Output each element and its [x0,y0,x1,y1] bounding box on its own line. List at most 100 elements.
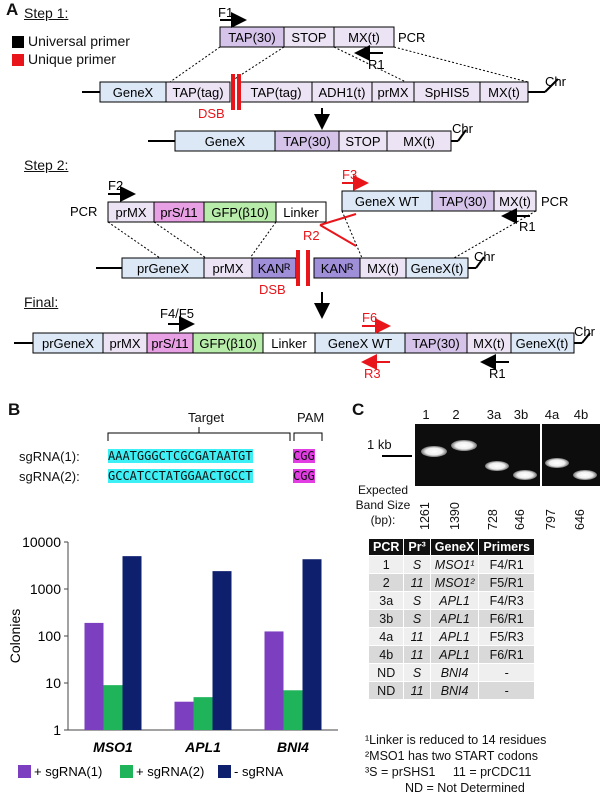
table-cell: 3a [367,591,405,610]
f2-label: F2 [108,178,123,193]
s1-res-seg1: GeneX [205,134,246,149]
s1-pcr-seg1: TAP(30) [228,30,275,45]
step2-label: Step 2: [24,157,69,173]
footnote-4: ND = Not Determined [405,781,525,795]
r1c-label: R1 [489,366,506,380]
s1-chr-seg7: MX(t) [488,85,520,100]
table-cell: 11 [403,645,431,664]
s2-dsb-label: DSB [259,282,286,297]
s2-dsb-mark [296,250,300,286]
legend-unique: Unique primer [12,51,116,67]
table-cell: BNI4 [429,681,480,700]
band-size-label: 646 [513,509,527,530]
s2-pcrL-seg2: prS/11 [160,205,197,220]
sg1-target-seq: AAATGGGCTCGCGATAATGT [108,449,253,463]
gel-lane-label: 3a [486,407,502,422]
band-size-label: 1261 [418,502,432,530]
gel-image-3 [542,424,600,486]
s2-pcrL-seg3: GFP(β10) [211,205,268,220]
s1-result: GeneX TAP(30) STOP MX(t) Chr [148,121,474,152]
s2-pcrL-tag: PCR [70,204,97,219]
gel-image-1 [415,424,483,486]
table-cell: F5/R3 [478,627,535,646]
table-cell: - [478,663,535,682]
table-header: GeneX [429,538,480,556]
s2-chr-seg6: GeneX(t) [411,261,464,276]
f45-label: F4/F5 [160,306,194,321]
panel-a-letter: A [6,0,19,19]
table-cell: 4a [367,627,405,646]
s1-res-chr: Chr [452,121,474,136]
legend-swatch-3 [218,765,231,778]
f3-label: F3 [342,167,357,182]
band-size-label: 728 [486,509,500,530]
target-label: Target [188,410,225,425]
table-cell: F6/R1 [478,645,535,664]
x-category-label: APL1 [184,739,221,755]
s1-pcr-tag: PCR [398,30,425,45]
s1-res-seg2: TAP(30) [283,134,330,149]
s2-chromosome: prGeneX prMX KANᴿ KANᴿ MX(t) GeneX(t) Ch… [96,249,496,297]
final-label: Final: [24,294,59,310]
bar-apl1-s2 [193,697,213,730]
sg1-label: sgRNA(1): [19,449,80,464]
panel-a-diagram: TAP(30) STOP MX(t) PCR F1 R1 GeneX TAP(t… [14,5,596,380]
legend-universal: Universal primer [12,33,130,49]
table-cell: MSO1² [429,573,480,592]
y-axis-label: Colonies [7,609,23,663]
y-tick-label: 1 [53,722,61,738]
panel-c-letter: C [352,400,365,419]
s1-chr-seg1: GeneX [113,85,154,100]
pam-label: PAM [297,410,325,425]
table-cell: APL1 [429,591,480,610]
s2-pcrR-seg1: GeneX WT [355,194,419,209]
legend-swatch-2 [120,765,133,778]
table-header: Primers [478,538,535,556]
gel-lane-label: 4a [544,407,560,422]
f1-label: F1 [218,5,233,20]
table-cell: MSO1¹ [429,555,480,574]
footnote-3: ³S = prSHS1 11 = prCDC11 [365,765,532,779]
table-cell: F4/R3 [478,591,535,610]
f6-label: F6 [362,310,377,325]
table-cell: - [478,681,535,700]
s1-pcr-seg3: MX(t) [348,30,380,45]
final-seg7: TAP(30) [412,336,459,351]
s1-chr-seg3: TAP(tag) [250,85,301,100]
band-size-label: 646 [573,509,587,530]
s1-dsb-label: DSB [198,106,225,121]
table-header: PCR [367,538,405,556]
s1-chr-seg5: prMX [377,85,408,100]
kb-marker [382,455,412,457]
s1-chr-seg4: ADH1(t) [319,85,366,100]
gel-image-2 [482,424,540,486]
gel-lane-label: 3b [513,407,529,422]
gel-lane-label: 2 [452,407,460,422]
legend-label-2: + sgRNA(2) [136,764,204,779]
table-cell: 2 [367,573,405,592]
legend-label-3: - sgRNA [234,764,283,779]
s1-pcr-construct: TAP(30) STOP MX(t) PCR F1 R1 [218,5,425,72]
table-cell: S [403,609,431,628]
s2-pcr-right: GeneX WT TAP(30) MX(t) PCR F3 R1 R2 [303,167,568,247]
table-cell: F6/R1 [478,609,535,628]
y-tick-label: 10 [45,675,61,691]
table-cell: S [403,591,431,610]
table-cell: APL1 [429,627,480,646]
bar-bni4-s2 [283,690,303,730]
s2-chr-label: Chr [474,249,496,264]
final-seg4: GFP(β10) [199,336,256,351]
final-seg9: GeneX(t) [516,336,569,351]
sg2-pam-seq: CGG [293,469,315,483]
table-cell: APL1 [429,645,480,664]
table-cell: 11 [403,627,431,646]
bar-mso1-s1 [84,622,104,730]
